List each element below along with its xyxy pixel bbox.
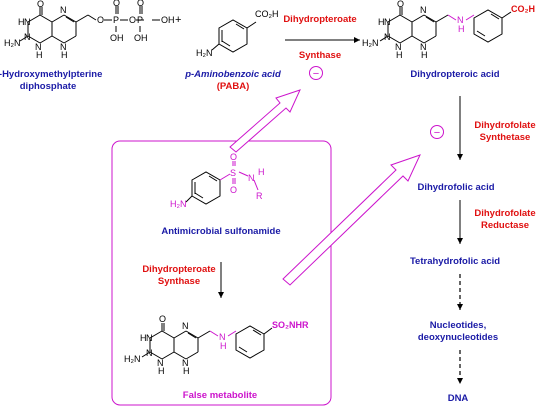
atom-h: H [421,50,428,60]
atom-o: O [113,0,120,8]
atom-n: N [384,32,391,42]
enzyme-dhfs-line2: Synthetase [480,132,531,143]
atom-o: O [159,314,166,324]
sulfonamide-atoms: O S O N H R H₂N [170,152,265,209]
atom-h: H [61,50,68,60]
atom-p: P [113,15,119,25]
atom-n: N [146,333,153,343]
atom-n: N [60,42,67,52]
atom-h2n-magenta: H₂N [170,199,187,209]
atom-o-magenta: O [230,185,237,195]
dihydrofolic-label: Dihydrofolic acid [417,182,494,193]
tetrahydrofolic-label: Tetrahydrofolic acid [410,256,500,267]
paba-label-line2: (PABA) [217,81,250,92]
atom-n: N [420,5,427,15]
atom-n-magenta: N [457,15,464,25]
hollow-arrow-to-dhfs-step [282,154,421,286]
enzyme-dhfr-line1: Dihydrofolate [474,208,535,219]
paba-structure [211,19,257,53]
atom-o: O [37,0,44,9]
enzyme-dhps-box-line1: Dihydropteroate [142,264,215,275]
false-metabolite-structure [141,323,273,360]
plus-sign: + [175,14,181,26]
atom-o-magenta: O [230,152,237,162]
svg-text:−: − [434,127,440,139]
atom-n: N [146,348,153,358]
atom-p: P [137,15,143,25]
svg-text:−: − [313,68,319,80]
atom-h2n: H₂N [4,38,21,48]
atom-o: O [137,0,144,8]
atom-h: H [158,366,165,376]
atom-h: H [140,333,147,343]
atom-o: O [129,15,136,25]
atom-n-magenta: N [248,173,255,183]
dna-label: DNA [448,393,469,404]
atom-oh: OH [134,33,148,43]
atom-n: N [24,32,31,42]
pterine-diphosphate-atoms: O H N N N H H₂N N N H O P O OH O P O OH … [4,0,181,60]
atom-n: N [420,42,427,52]
atom-h: H [36,50,43,60]
atom-o: O [397,0,404,9]
atom-h-magenta: H [220,341,227,351]
sulfonamide-structure [185,161,259,205]
inhibition-mark-top: − [309,66,323,80]
atom-r-magenta: R [256,191,263,201]
atom-h2n: H₂N [362,38,379,48]
false-metabolite-label: False metabolite [183,390,257,401]
dihydropteroic-paba-ring [465,9,512,43]
atom-n: N [35,42,42,52]
sulfonamide-box [111,140,332,406]
hollow-arrow-to-paba-step [229,89,301,153]
paba-label-line1: p-Aminobenzoic acid [184,69,281,80]
atom-n: N [24,17,31,27]
enzyme-dhps-box-line2: Synthase [158,276,200,287]
atom-oh: OH [110,33,124,43]
atom-h: H [378,17,385,27]
atom-n: N [384,17,391,27]
enzyme-dhps-line1: Dihydropteroate [283,14,356,25]
atom-co2h: CO₂H [255,9,279,19]
atom-so2nhr-magenta: SO₂NHR [272,320,309,330]
atom-n: N [182,321,189,331]
atom-oh: OH [161,15,175,25]
dihydropteroic-atoms: O H N N N H H₂N N N H N H CO₂H [362,0,535,60]
atom-h: H [183,366,190,376]
atom-h2n: H₂N [196,48,213,58]
atom-n: N [395,42,402,52]
false-metabolite-atoms: O H N N N H H₂N N N H N H SO₂NHR [124,314,309,376]
atom-co2h-red: CO₂H [511,4,535,14]
atom-h-magenta: H [258,167,265,177]
atom-h-magenta: H [458,24,465,34]
enzyme-dhps-line2: Synthase [299,50,341,61]
atom-n: N [182,358,189,368]
dihydropteroic-label: Dihydropteroic acid [410,69,499,80]
atom-o: O [97,15,104,25]
dihydropteroic-structure [379,7,457,44]
pterine-label-line2: diphosphate [20,81,76,92]
atom-n: N [157,358,164,368]
enzyme-dhfs-line1: Dihydrofolate [474,120,535,131]
atom-n: N [60,5,67,15]
pterine-diphosphate-structure [19,6,160,44]
atom-h: H [18,17,25,27]
enzyme-dhfr-line2: Reductase [481,220,529,231]
pterine-label-line1: 6-Hydroxymethylpterine [0,69,102,80]
sulfonamide-label: Antimicrobial sulfonamide [161,226,280,237]
nucleotides-label-line1: Nucleotides, [430,320,487,331]
atom-s-magenta: S [230,168,236,178]
nucleotides-label-line2: deoxynucleotides [418,332,498,343]
atom-h2n: H₂N [124,354,141,364]
atom-n-magenta: N [219,332,226,342]
atom-h: H [396,50,403,60]
inhibition-mark-dhfs: − [430,125,444,139]
